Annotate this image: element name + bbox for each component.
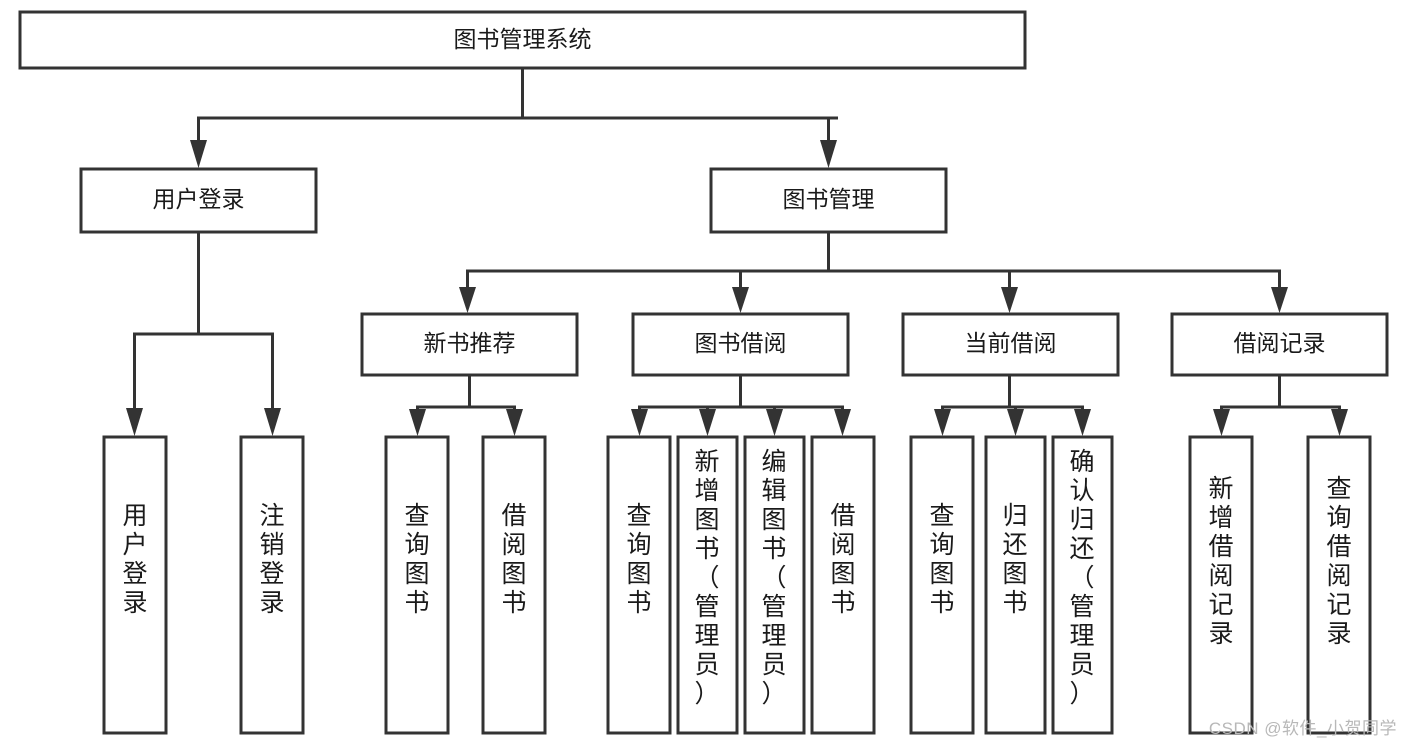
node-book-management-box[interactable] — [709, 167, 948, 234]
arrow-head-bb-add-book — [699, 409, 716, 436]
arrow-head-borrow-record — [1271, 287, 1288, 313]
node-book-management-label: 图书管理 — [783, 186, 875, 212]
arrow-head-bb-borrow-book — [834, 409, 851, 436]
connector-new-book-recommend-to-leaves — [409, 373, 523, 436]
node-bb-add-book[interactable]: 新增图书（管理员） — [676, 435, 739, 735]
arrow-head-cb-return-book — [1007, 409, 1024, 436]
arrow-head-br-query-record — [1331, 409, 1348, 436]
node-cb-confirm-return-box[interactable] — [1051, 435, 1114, 735]
node-root-box[interactable] — [18, 10, 1027, 70]
node-book-borrow[interactable]: 图书借阅 — [631, 312, 850, 377]
node-bb-query-book[interactable]: 查询图书 — [606, 435, 672, 735]
node-br-add-record-label: 新增借阅记录 — [1208, 475, 1233, 648]
node-book-borrow-label: 图书借阅 — [695, 330, 787, 356]
node-user-login-box[interactable] — [79, 167, 318, 234]
node-user-login[interactable]: 用户登录 — [79, 167, 318, 234]
node-cb-confirm-return[interactable]: 确认归还（管理员） — [1051, 435, 1114, 735]
node-bb-query-book-box[interactable] — [606, 435, 672, 735]
connector-book-management-to-level3 — [459, 230, 1288, 313]
connector-current-borrow-to-leaves — [934, 373, 1091, 436]
node-current-borrow-label: 当前借阅 — [965, 330, 1057, 356]
node-borrow-record-box[interactable] — [1170, 312, 1389, 377]
node-nb-borrow-book[interactable]: 借阅图书 — [481, 435, 547, 735]
node-user-login-leaf-box[interactable] — [102, 435, 168, 735]
connector-root-to-level2 — [190, 66, 838, 168]
node-book-borrow-box[interactable] — [631, 312, 850, 377]
node-new-book-recommend-box[interactable] — [360, 312, 579, 377]
node-cb-return-book-box[interactable] — [984, 435, 1047, 735]
node-current-borrow-box[interactable] — [901, 312, 1120, 377]
node-nb-query-book[interactable]: 查询图书 — [384, 435, 450, 735]
node-cb-query-book[interactable]: 查询图书 — [909, 435, 975, 735]
arrow-head-user-logout-leaf — [264, 408, 281, 436]
arrow-head-cb-confirm-return — [1074, 409, 1091, 436]
arrow-head-book-management — [820, 140, 837, 168]
node-book-management[interactable]: 图书管理 — [709, 167, 948, 234]
arrow-head-nb-borrow-book — [506, 409, 523, 436]
node-root[interactable]: 图书管理系统 — [18, 10, 1027, 70]
node-bb-edit-book-label: 编辑图书（管理员） — [761, 448, 786, 708]
node-bb-borrow-book-label: 借阅图书 — [830, 502, 855, 617]
node-user-logout-leaf[interactable]: 注销登录 — [239, 435, 305, 735]
node-new-book-recommend[interactable]: 新书推荐 — [360, 312, 579, 377]
node-user-login-leaf[interactable]: 用户登录 — [102, 435, 168, 735]
arrow-head-user-login — [190, 140, 207, 168]
node-br-query-record-box[interactable] — [1306, 435, 1372, 735]
node-nb-borrow-book-box[interactable] — [481, 435, 547, 735]
node-bb-add-book-box[interactable] — [676, 435, 739, 735]
node-bb-edit-book-box[interactable] — [743, 435, 806, 735]
node-cb-query-book-label: 查询图书 — [929, 502, 954, 617]
node-cb-query-book-box[interactable] — [909, 435, 975, 735]
arrow-head-user-login-leaf — [126, 408, 143, 436]
arrow-head-nb-query-book — [409, 409, 426, 436]
arrow-head-new-book-recommend — [459, 287, 476, 313]
node-user-logout-leaf-box[interactable] — [239, 435, 305, 735]
node-bb-query-book-label: 查询图书 — [626, 502, 651, 617]
node-br-query-record[interactable]: 查询借阅记录 — [1306, 435, 1372, 735]
node-br-query-record-label: 查询借阅记录 — [1326, 475, 1351, 648]
arrow-head-br-add-record — [1213, 409, 1230, 436]
arrow-head-current-borrow — [1001, 287, 1018, 313]
node-nb-query-book-label: 查询图书 — [404, 502, 429, 617]
connector-borrow-record-to-leaves — [1213, 373, 1348, 436]
node-cb-confirm-return-label: 确认归还（管理员） — [1069, 448, 1094, 708]
node-bb-borrow-book-box[interactable] — [810, 435, 876, 735]
node-user-login-leaf-label: 用户登录 — [122, 502, 147, 617]
node-root-label: 图书管理系统 — [454, 26, 592, 52]
node-bb-borrow-book[interactable]: 借阅图书 — [810, 435, 876, 735]
node-br-add-record[interactable]: 新增借阅记录 — [1188, 435, 1254, 735]
node-bb-add-book-label: 新增图书（管理员） — [694, 448, 719, 708]
node-cb-return-book-label: 归还图书 — [1002, 502, 1027, 617]
arrow-head-bb-edit-book — [766, 409, 783, 436]
node-nb-query-book-box[interactable] — [384, 435, 450, 735]
arrow-head-bb-query-book — [631, 409, 648, 436]
arrow-head-book-borrow — [732, 287, 749, 313]
arrow-head-cb-query-book — [934, 409, 951, 436]
node-nb-borrow-book-label: 借阅图书 — [501, 502, 526, 617]
connector-user-login-to-leaves — [126, 230, 281, 436]
connector-book-borrow-to-leaves — [631, 373, 851, 436]
node-user-logout-leaf-label: 注销登录 — [259, 502, 284, 617]
node-bb-edit-book[interactable]: 编辑图书（管理员） — [743, 435, 806, 735]
node-borrow-record-label: 借阅记录 — [1234, 330, 1326, 356]
node-br-add-record-box[interactable] — [1188, 435, 1254, 735]
node-cb-return-book[interactable]: 归还图书 — [984, 435, 1047, 735]
node-current-borrow[interactable]: 当前借阅 — [901, 312, 1120, 377]
node-new-book-recommend-label: 新书推荐 — [424, 330, 516, 356]
node-user-login-label: 用户登录 — [153, 186, 245, 212]
node-borrow-record[interactable]: 借阅记录 — [1170, 312, 1389, 377]
